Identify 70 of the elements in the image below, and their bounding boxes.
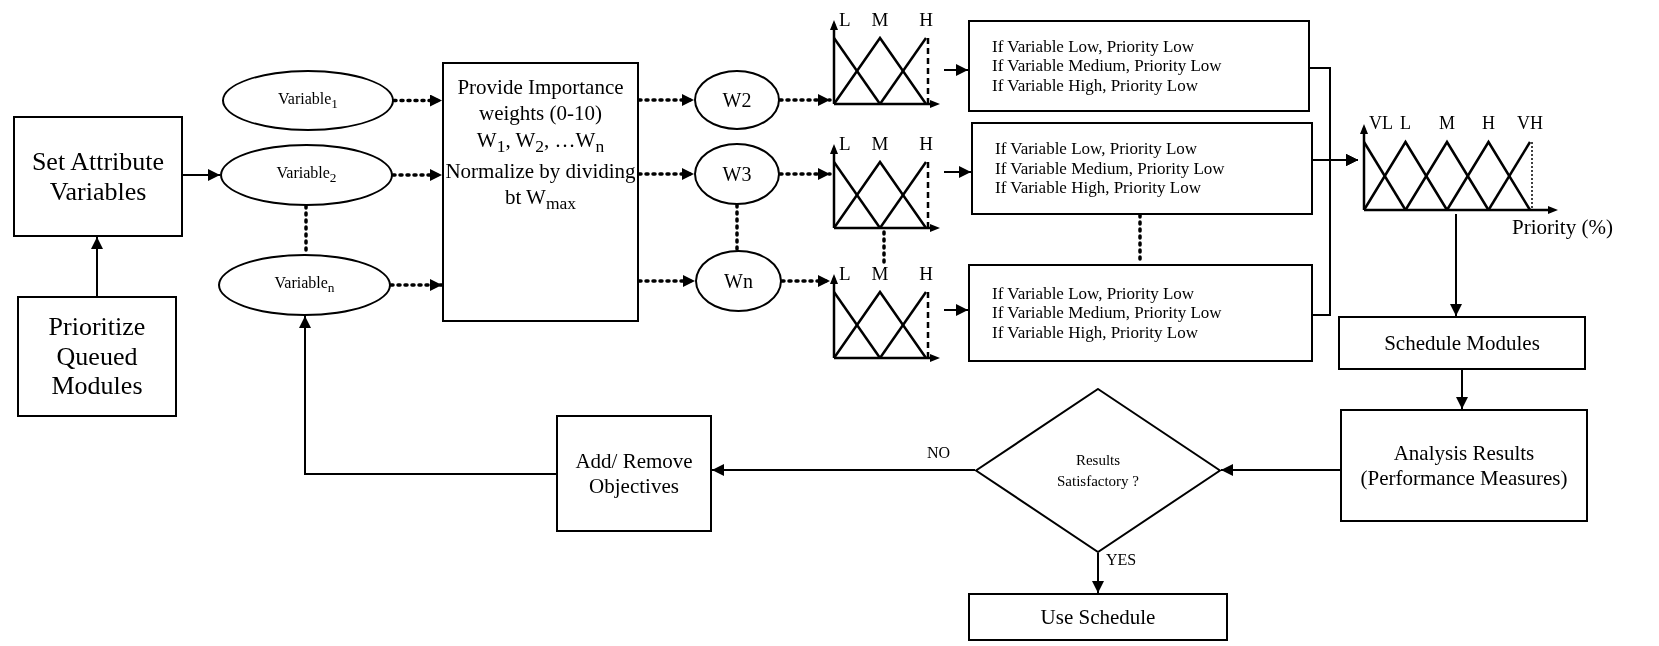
- membership-label: M: [1439, 114, 1455, 132]
- membership-label: L: [1400, 114, 1411, 132]
- arrow: [392, 94, 444, 107]
- node-text: W$_{1}$, W$_{2}$, …W$_{n}$: [476, 126, 605, 158]
- node-text: If Variable Medium, Priority Low: [992, 56, 1222, 76]
- process-box: [1338, 316, 1586, 370]
- membership-label: H: [919, 264, 933, 283]
- node-text: Analysis Results (Performance Measures): [1359, 441, 1569, 490]
- node-text: If Variable High, Priority Low: [995, 178, 1201, 198]
- arrow: [1312, 154, 1359, 316]
- arrow: [391, 169, 444, 181]
- membership-label: VH: [1517, 114, 1543, 132]
- node-text: Use Schedule: [1040, 604, 1156, 630]
- process-box: [968, 264, 1313, 362]
- process-box: [13, 116, 183, 237]
- process-box: [971, 122, 1313, 215]
- node-text: W2: [722, 88, 752, 112]
- arrow: [711, 464, 976, 476]
- process-box: [968, 593, 1228, 641]
- connector-line: [735, 203, 739, 252]
- connector-line: [882, 230, 886, 264]
- node-text: If Variable High, Priority Low: [992, 75, 1198, 96]
- node-text: Variable$_{1}$: [278, 89, 338, 112]
- node-text: If Variable Medium, Priority Low: [995, 158, 1225, 179]
- node-text: Wn: [724, 269, 753, 293]
- node-text: Provide Importance weights (0-10): [456, 74, 625, 127]
- node-text: Variable$_{n}$: [274, 274, 335, 296]
- membership-label: M: [871, 264, 889, 283]
- process-box: [1340, 409, 1588, 522]
- node-text: Prioritize Queued Modules: [47, 311, 147, 402]
- node-text: W3: [722, 162, 752, 186]
- membership-label: H: [1482, 114, 1495, 132]
- decision-text: Results Satisfactory ?: [1055, 450, 1141, 491]
- arrow: [299, 315, 557, 475]
- node-text: If Variable Low, Priority Low: [992, 36, 1195, 57]
- membership-label: M: [871, 134, 889, 153]
- node-text: If Variable Low, Priority Low: [995, 139, 1198, 159]
- arrow: [389, 279, 444, 291]
- membership-label: M: [871, 10, 889, 29]
- membership-label: H: [919, 134, 933, 153]
- process-box: [556, 415, 712, 532]
- arrow: [182, 169, 221, 181]
- arrow: [943, 304, 969, 316]
- process-box: [442, 62, 639, 322]
- arrow: [780, 275, 832, 287]
- arrow: [943, 64, 969, 76]
- node-text: Normalize by dividing bt W$_{max}$: [444, 157, 637, 215]
- membership-label: VL: [1369, 114, 1393, 132]
- arrow: [943, 166, 972, 178]
- arrow: [91, 236, 103, 297]
- membership-label: L: [839, 10, 851, 29]
- arrow: [1450, 213, 1462, 317]
- process-box: [968, 20, 1310, 112]
- arrow: [1220, 464, 1341, 476]
- process-box: [17, 296, 177, 417]
- membership-label: L: [839, 134, 851, 153]
- node-text: Set Attribute Variables: [30, 146, 166, 207]
- node-text: If Variable High, Priority Low: [992, 322, 1198, 343]
- node-text: If Variable Medium, Priority Low: [992, 303, 1222, 323]
- axis-title: Priority (%): [1512, 216, 1613, 240]
- arrow: [778, 94, 832, 106]
- node-text: If Variable Low, Priority Low: [992, 283, 1195, 304]
- membership-label: H: [919, 10, 933, 29]
- arrow: [778, 168, 832, 180]
- node-text: Variable$_{2}$: [276, 164, 337, 186]
- arrow: [1456, 369, 1468, 410]
- node-text: Schedule Modules: [1384, 330, 1540, 356]
- arrow: [1092, 552, 1104, 594]
- node-text: Add/ Remove Objectives: [574, 449, 694, 498]
- membership-label: L: [839, 264, 851, 283]
